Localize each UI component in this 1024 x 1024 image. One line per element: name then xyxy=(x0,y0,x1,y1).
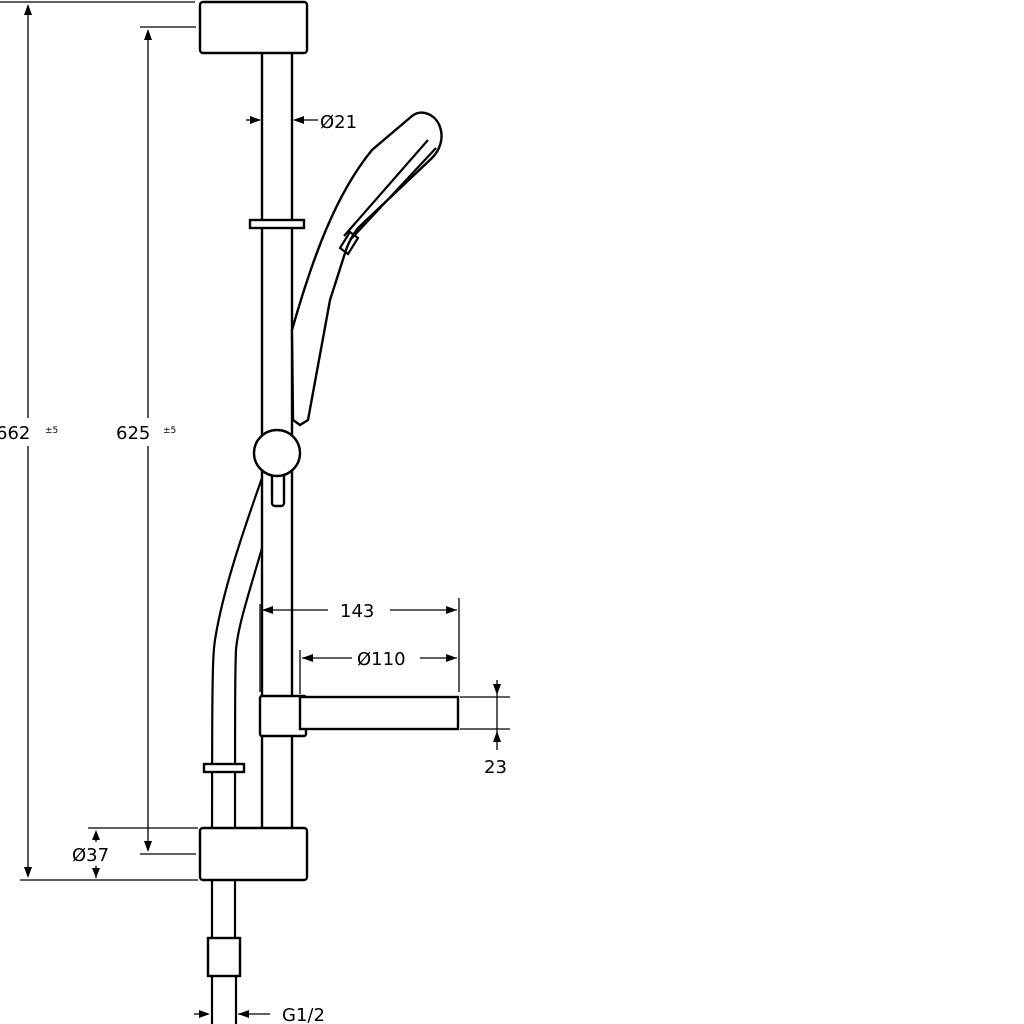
bracket-diameter-label: Ø37 xyxy=(72,845,109,866)
rail-length-tolerance: ±5 xyxy=(163,426,176,436)
top-wall-bracket xyxy=(198,0,309,55)
shower-hose xyxy=(202,477,264,941)
dimension-rail-diameter: Ø21 xyxy=(246,112,357,133)
dimension-bracket-diameter: Ø37 xyxy=(72,827,198,878)
rail-length-label: 625 xyxy=(116,423,150,444)
head-diameter-label: Ø110 xyxy=(357,649,406,670)
hose-connector-nut xyxy=(206,936,242,1024)
dimension-shelf-height: 23 xyxy=(460,680,510,778)
bottom-wall-bracket xyxy=(198,826,309,882)
projection-label: 143 xyxy=(340,601,374,622)
hand-shower xyxy=(290,111,443,427)
soap-shelf xyxy=(258,694,460,738)
overall-height-tolerance: ±5 xyxy=(45,426,58,436)
dimension-rail-length: 625 ±5 xyxy=(116,26,196,855)
overall-height-label: 662 xyxy=(0,423,30,444)
dimension-thread: G1/2 xyxy=(194,1005,325,1024)
dimension-head-diameter: Ø110 xyxy=(299,649,457,694)
rail-diameter-label: Ø21 xyxy=(320,112,357,133)
shelf-height-label: 23 xyxy=(484,757,507,778)
slider-holder xyxy=(252,428,302,508)
thread-label: G1/2 xyxy=(282,1005,325,1024)
dimension-overall-height: 662 ±5 xyxy=(0,1,198,881)
dimension-projection: 143 xyxy=(259,598,460,692)
